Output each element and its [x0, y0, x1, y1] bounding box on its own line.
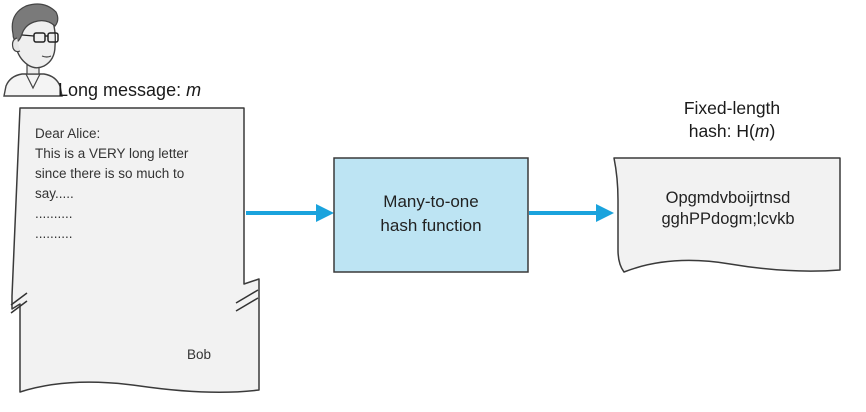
break-mark-left: [10, 292, 28, 306]
letter-line: This is a VERY long letter: [35, 146, 189, 161]
hash-function-box: [333, 157, 529, 273]
hash-output-value: Opgmdvboijrtnsd gghPPdogm;lcvkb: [661, 189, 795, 228]
message-document: [10, 107, 260, 393]
letter-signature: Bob: [187, 347, 212, 362]
arrow-hash-to-output: [529, 204, 614, 222]
letter-line: Dear Alice:: [35, 126, 101, 141]
hash-output-document: [613, 157, 841, 273]
letter-body: Dear Alice: This is a VERY long letter s…: [35, 124, 188, 244]
letter-line: say.....: [35, 186, 74, 201]
break-mark-right: [235, 289, 259, 304]
message-label: Long message: m: [58, 80, 202, 100]
output-label: Fixed-length hash: H(m): [683, 98, 781, 141]
arrow-message-to-hash: [246, 204, 334, 222]
letter-line: since there is so much to: [35, 166, 185, 181]
letter-line: ..........: [35, 206, 73, 221]
letter-line: ..........: [35, 226, 73, 241]
hash-function-label: Many-to-one hash function: [380, 192, 482, 235]
person-with-glasses-icon: [3, 3, 63, 97]
